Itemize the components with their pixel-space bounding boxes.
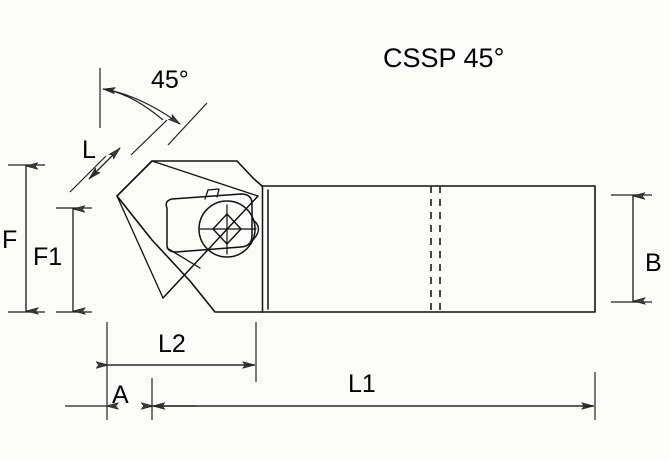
L-dimension-line-2 [88, 148, 120, 180]
dimension-label-F1: F1 [33, 243, 62, 271]
dimension-L1 [153, 372, 596, 420]
dimension-L [69, 119, 168, 193]
insert-flank-line [166, 247, 201, 269]
dimension-angle-45 [99, 68, 208, 146]
dimension-F1 [56, 208, 92, 312]
clamp-tab [204, 188, 220, 200]
tool-head-outline [116, 160, 263, 313]
dimension-label-F: F [2, 226, 17, 254]
dimension-label-A: A [112, 381, 129, 409]
dimension-B [611, 195, 652, 302]
insert-seat-edge [162, 195, 259, 299]
clamp-screw-lug [252, 219, 260, 241]
break-lines-group [430, 186, 441, 312]
dimension-F [8, 165, 45, 312]
dimension-label-B: B [645, 249, 662, 277]
dimension-L2 [107, 322, 257, 382]
angle-inclined-leg [167, 102, 208, 146]
tool-body-group [116, 160, 596, 313]
L-extension-tick-upper [130, 119, 168, 156]
dimension-label-L: L [82, 136, 96, 164]
dimension-label-L2: L2 [158, 330, 186, 358]
dimension-label-angle: 45° [151, 66, 189, 94]
dimension-label-L1: L1 [348, 370, 376, 398]
drawing-title: CSSP 45° [383, 43, 504, 73]
angle-arc-right [102, 88, 180, 124]
clamp-arm [165, 193, 253, 253]
shank-outline [261, 185, 596, 313]
L-extension-tick-lower [69, 155, 107, 193]
dimension-A [65, 378, 196, 420]
